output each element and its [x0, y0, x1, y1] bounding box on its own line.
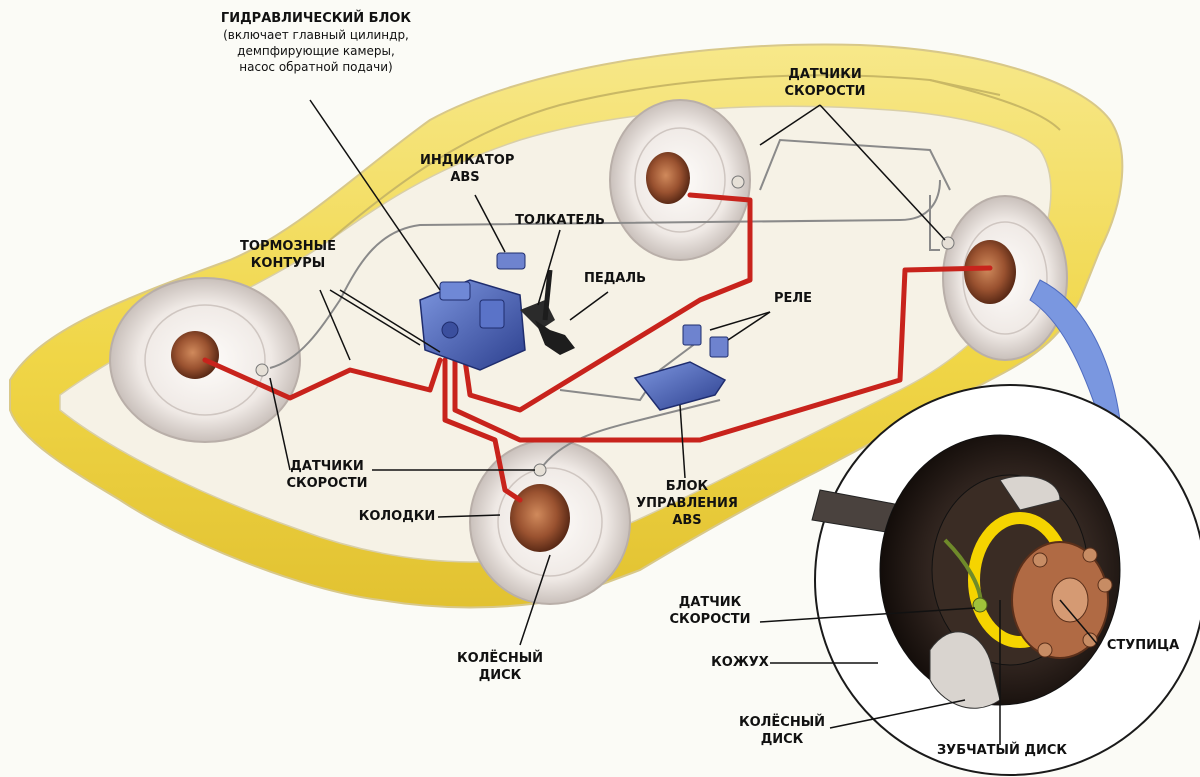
speed-sensor-detail-line2: СКОРОСТИ	[669, 612, 751, 627]
label-speed-sensor-detail: ДАТЧИК СКОРОСТИ	[660, 594, 760, 628]
abs-control-unit-line3: ABS	[672, 513, 702, 528]
wheel-rear-right	[609, 99, 751, 261]
label-wheel-disc-main: КОЛЁСНЫЙ ДИСК	[452, 650, 548, 684]
speed-sensor-detail-line1: ДАТЧИК	[678, 595, 742, 610]
speed-sensor-rear-left	[255, 363, 269, 377]
brake-circuits-line1: ТОРМОЗНЫЕ	[240, 239, 336, 254]
brake-lines	[202, 192, 993, 503]
label-speed-sensors-left: ДАТЧИКИ СКОРОСТИ	[282, 458, 372, 492]
detail-view	[811, 384, 1200, 776]
brake-rotor-icon	[510, 484, 570, 552]
label-pads: КОЛОДКИ	[358, 509, 436, 524]
label-housing: КОЖУХ	[711, 655, 769, 670]
wheel-disc-main-line1: КОЛЁСНЫЙ	[456, 651, 544, 666]
label-wheel-disc-detail: КОЛЁСНЫЙ ДИСК	[732, 714, 832, 748]
speed-sensor-front-left	[533, 463, 547, 477]
wheel-front-left	[469, 439, 631, 605]
wheel-disc-detail-line2: ДИСК	[760, 732, 804, 747]
abs-control-unit-line1: БЛОК	[665, 479, 709, 494]
speed-sensors-top-line1: ДАТЧИКИ	[788, 67, 862, 82]
leader-lines	[269, 99, 1099, 745]
brake-circuits-line2: КОНТУРЫ	[250, 256, 326, 271]
hydraulic-block-note-3: насос обратной подачи)	[239, 60, 393, 74]
hydraulic-block-title: ГИДРАВЛИЧЕСКИЙ БЛОК	[220, 11, 412, 26]
label-pusher: ТОЛКАТЕЛЬ	[515, 213, 605, 228]
hydraulic-block-note-1: (включает главный цилиндр,	[223, 28, 409, 42]
abs-indicator-icon	[496, 252, 526, 270]
hydraulic-block-icon	[419, 279, 526, 371]
speed-sensors-left-line2: СКОРОСТИ	[286, 476, 368, 491]
label-abs-control-unit: БЛОК УПРАВЛЕНИЯ ABS	[632, 478, 742, 529]
label-brake-circuits: ТОРМОЗНЫЕ КОНТУРЫ	[238, 238, 338, 272]
wheel-disc-main-line2: ДИСК	[478, 668, 522, 683]
relay-icon	[709, 336, 729, 358]
label-hub: СТУПИЦА	[1106, 638, 1180, 653]
relay-icon	[682, 324, 702, 346]
speed-sensors-top-line2: СКОРОСТИ	[784, 84, 866, 99]
label-speed-sensors-top: ДАТЧИКИ СКОРОСТИ	[780, 66, 870, 100]
brake-rotor-icon	[171, 331, 219, 379]
abs-control-unit-line2: УПРАВЛЕНИЯ	[636, 496, 738, 511]
brake-rotor-icon	[646, 152, 690, 204]
abs-indicator-line2: ABS	[450, 170, 480, 185]
speed-sensor-rear-right	[731, 175, 745, 189]
speed-sensors-left-line1: ДАТЧИКИ	[290, 459, 364, 474]
brake-rotor-icon	[964, 240, 1016, 304]
label-pedal: ПЕДАЛЬ	[583, 271, 647, 286]
label-abs-indicator: ИНДИКАТОР ABS	[420, 152, 515, 186]
label-relay: РЕЛЕ	[773, 291, 813, 306]
abs-control-unit-icon	[633, 361, 727, 411]
hydraulic-block-note-2: демпфирующие камеры,	[237, 44, 395, 58]
sensor-wires	[269, 138, 951, 471]
pedal-icon	[535, 320, 575, 355]
wheel-disc-detail-line1: КОЛЁСНЫЙ	[738, 715, 826, 730]
wheel-front-right	[942, 195, 1068, 361]
label-toothed-disc: ЗУБЧАТЫЙ ДИСК	[936, 743, 1068, 758]
abs-indicator-line1: ИНДИКАТОР	[420, 153, 515, 168]
label-hydraulic-block: ГИДРАВЛИЧЕСКИЙ БЛОК (включает главный ци…	[196, 10, 436, 75]
